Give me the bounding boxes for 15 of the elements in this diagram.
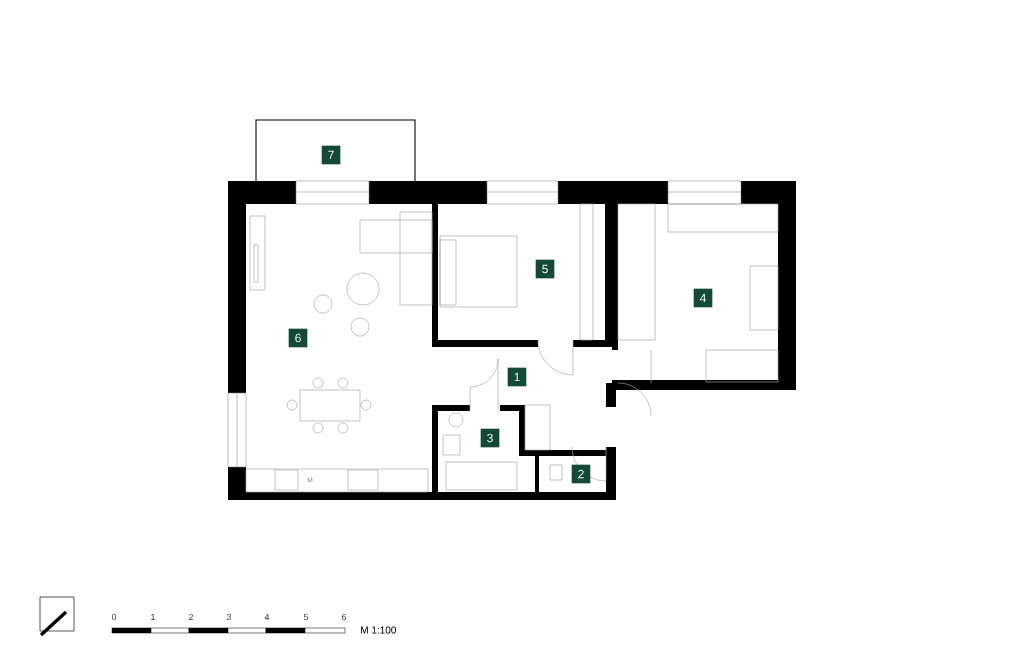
scale-text: M 1:100 bbox=[361, 626, 396, 634]
room-number: 4 bbox=[693, 288, 713, 308]
scale-number: 1 bbox=[151, 614, 155, 620]
scale-number: 0 bbox=[111, 613, 117, 621]
room-number: 5 bbox=[535, 259, 555, 279]
scale-number: 6 bbox=[342, 613, 347, 621]
scale-number: 2 bbox=[189, 614, 193, 620]
room-number: 7 bbox=[321, 145, 341, 165]
scale-number: 5 bbox=[303, 613, 309, 620]
scale-number: 3 bbox=[226, 613, 232, 621]
room-number: 6 bbox=[288, 328, 308, 348]
room-number: 2 bbox=[571, 464, 591, 484]
scale-number: 4 bbox=[264, 614, 270, 620]
room-number: 3 bbox=[480, 428, 500, 448]
room-number: 1 bbox=[507, 367, 527, 387]
